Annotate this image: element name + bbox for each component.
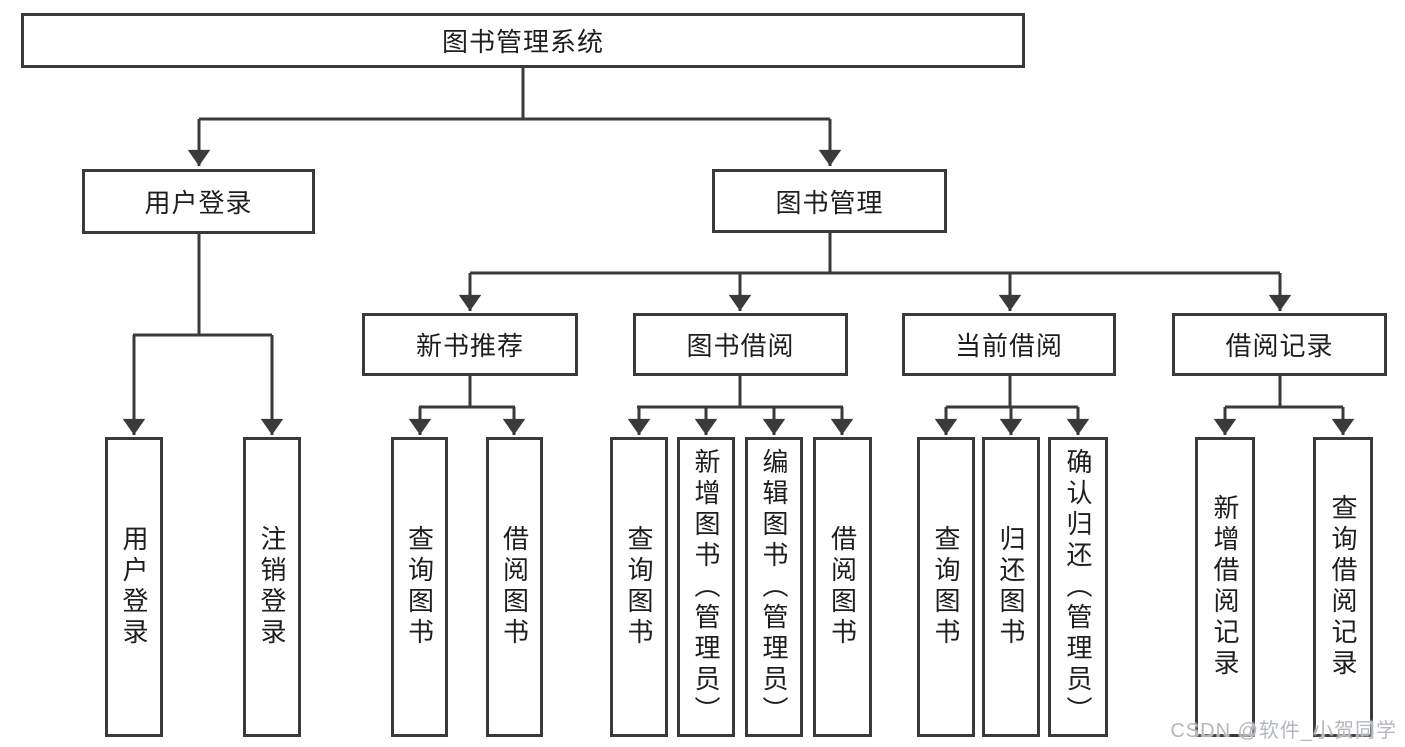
node-br-add-record: 新增借阅记录 — [1195, 437, 1255, 737]
node-nb-borrow-books: 借阅图书 — [486, 437, 543, 737]
node-bb-query-books: 查询图书 — [610, 437, 668, 737]
node-nb-query-books: 查询图书 — [391, 437, 448, 737]
node-bb-add-books-admin: 新增图书（管理员） — [677, 437, 735, 737]
node-cb-query-books: 查询图书 — [917, 437, 975, 737]
node-borrow-records: 借阅记录 — [1172, 313, 1387, 376]
node-user-login-leaf: 用户登录 — [105, 437, 163, 737]
node-bb-borrow-books: 借阅图书 — [813, 437, 872, 737]
node-book-borrow: 图书借阅 — [633, 313, 848, 376]
node-book-management: 图书管理 — [712, 169, 947, 233]
node-user-login: 用户登录 — [82, 169, 315, 234]
node-current-borrow: 当前借阅 — [902, 313, 1116, 376]
node-br-query-record: 查询借阅记录 — [1313, 437, 1373, 737]
node-new-book-recommend: 新书推荐 — [362, 313, 578, 376]
node-cb-confirm-return-admin: 确认归还（管理员） — [1048, 437, 1108, 737]
node-root: 图书管理系统 — [21, 13, 1025, 68]
node-cb-return-books: 归还图书 — [982, 437, 1040, 737]
node-logout: 注销登录 — [243, 437, 301, 737]
node-bb-edit-books-admin: 编辑图书（管理员） — [745, 437, 803, 737]
